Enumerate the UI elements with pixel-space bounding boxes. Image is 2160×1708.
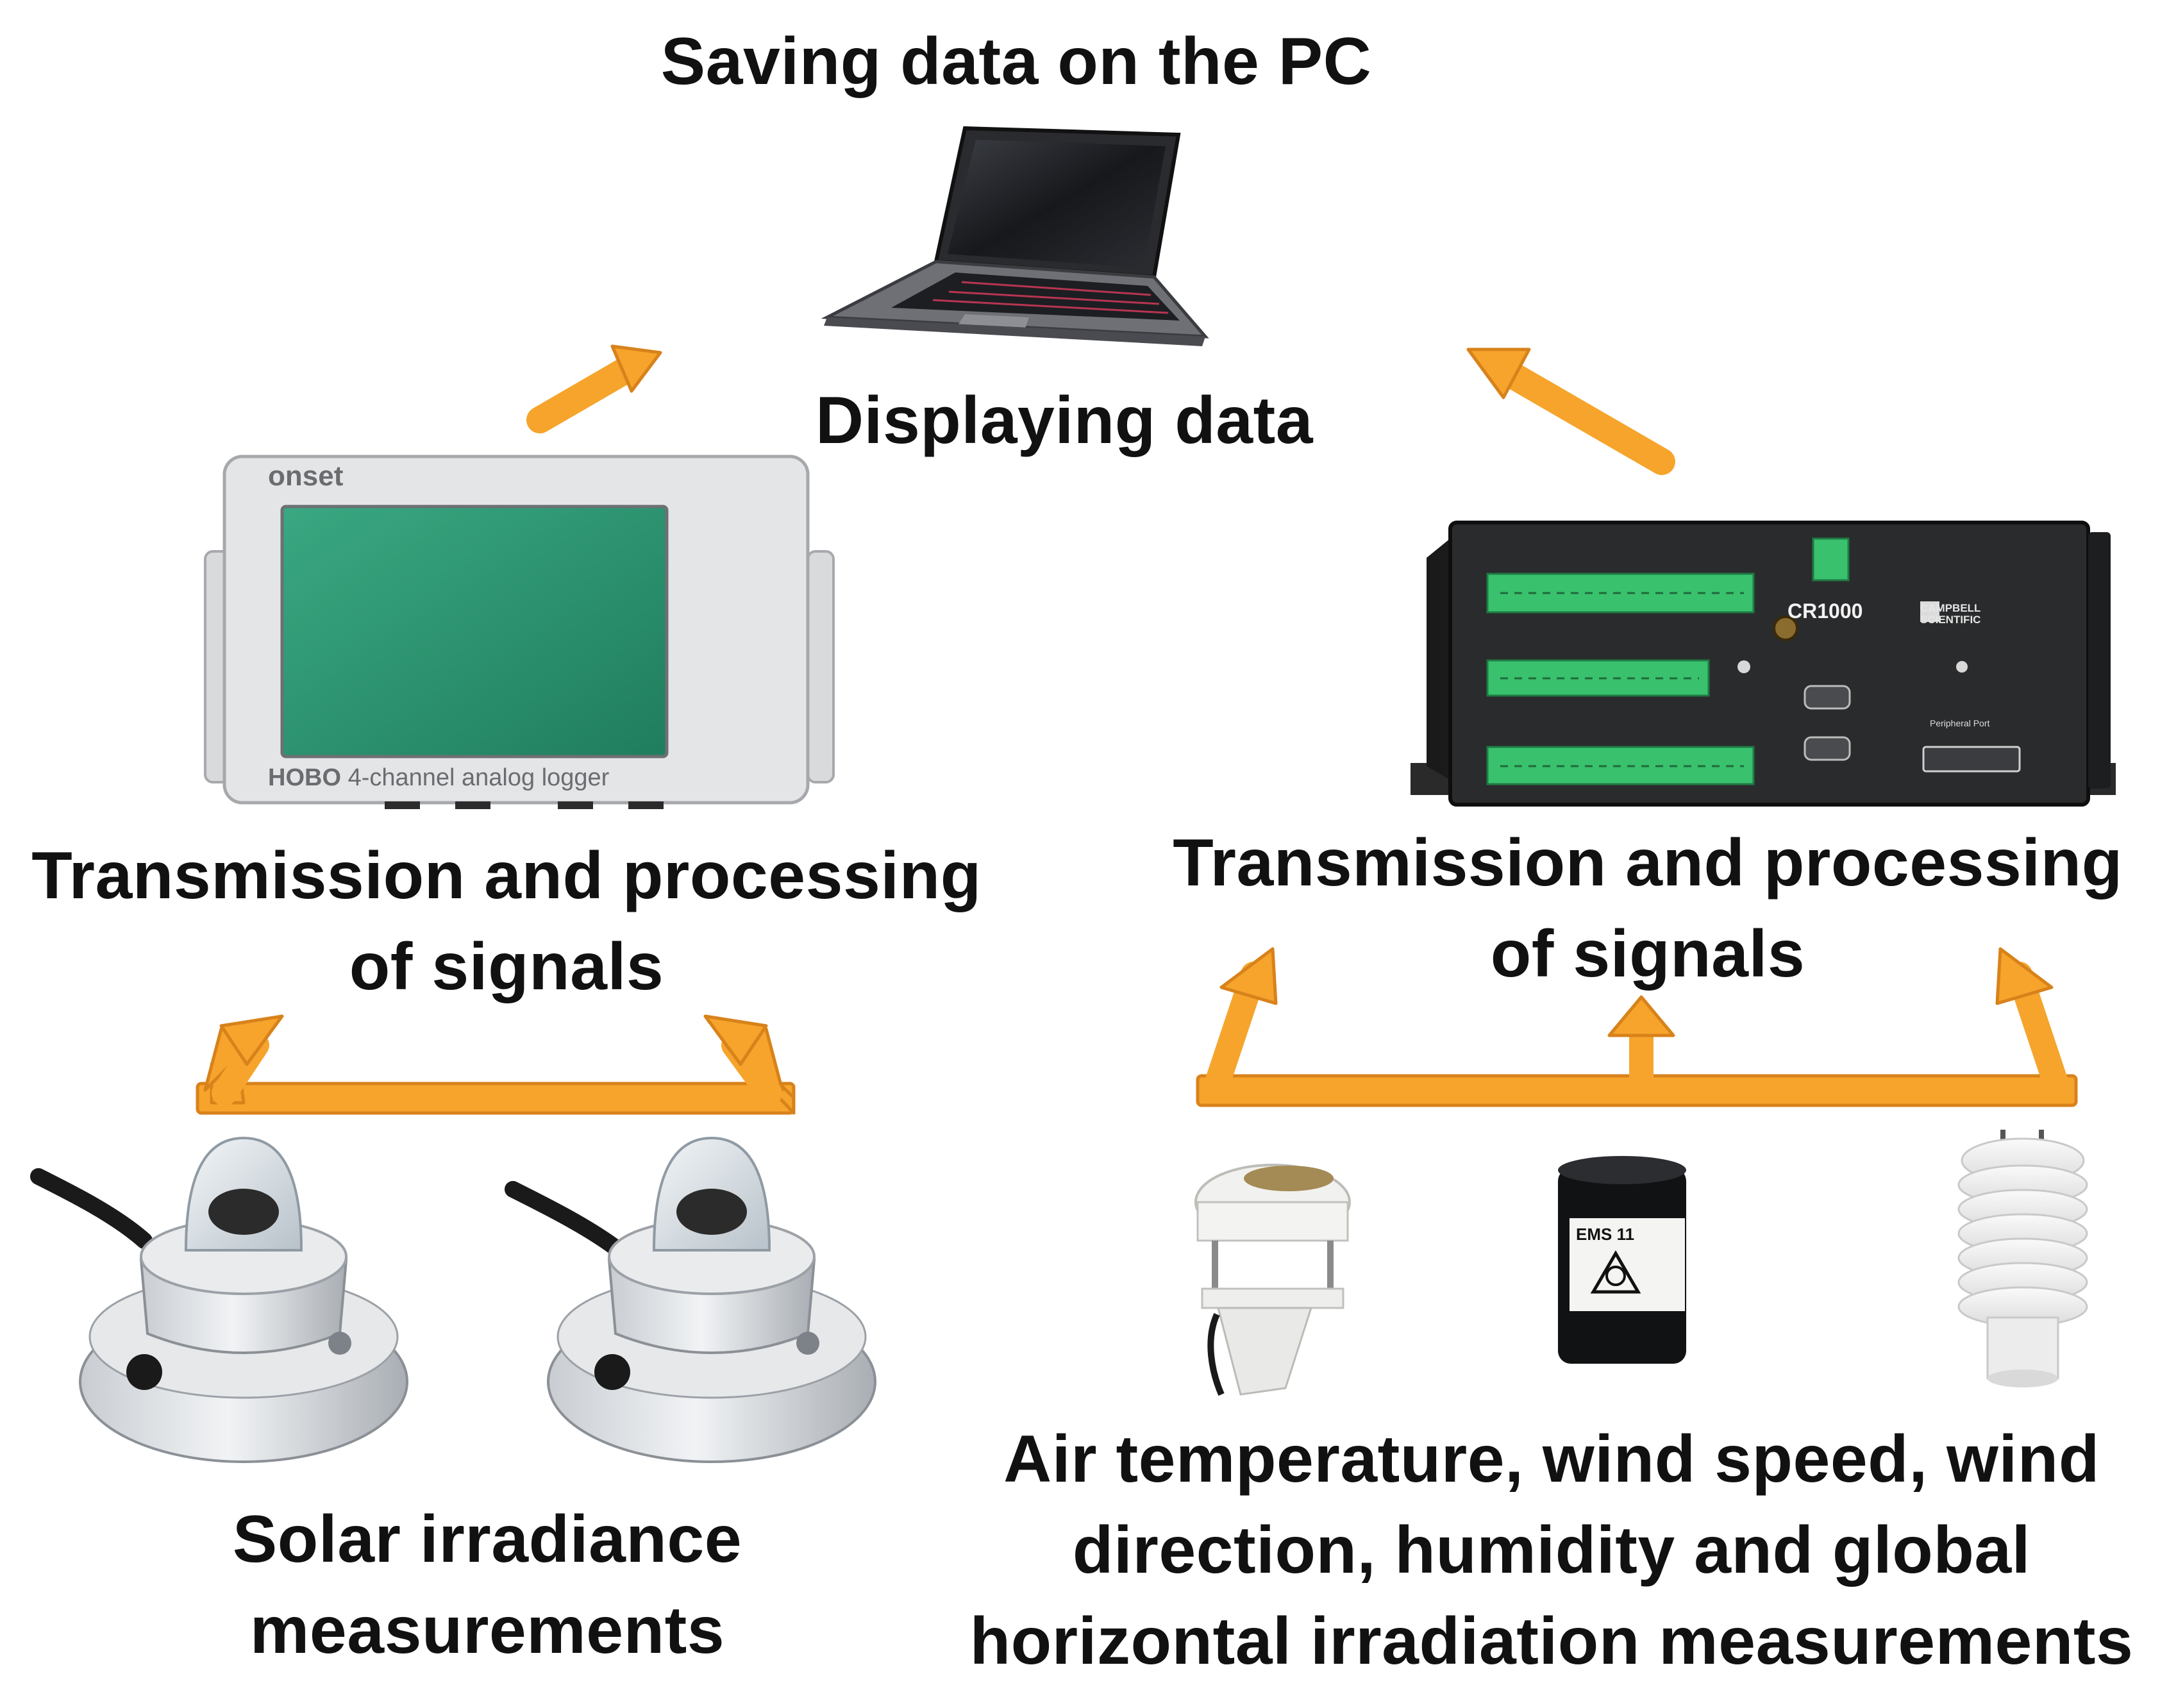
hobo-model-label: HOBO 4-channel analog logger	[268, 764, 609, 792]
ems11-sensor-label: EMS 11	[1576, 1225, 1635, 1244]
wind-sensor-icon	[1194, 1164, 1351, 1396]
arrow-right-logger-to-pc	[1466, 347, 1675, 475]
cr1000-model-label: CR1000	[1787, 599, 1863, 623]
left-logger-caption: Transmission and processing of signals	[31, 839, 982, 1004]
arrow-right-sensors-bracket	[1196, 947, 2078, 1107]
hobo-model-desc: 4-channel analog logger	[347, 764, 610, 791]
hobo-logger-icon	[204, 455, 835, 809]
peripheral-port-label: Peripheral Port	[1930, 718, 1990, 728]
arrow-left-logger-to-pc	[526, 344, 662, 433]
laptop-icon	[821, 126, 1209, 346]
pyranometer-left-icon	[30, 1136, 408, 1463]
temperature-humidity-shield-icon	[1957, 1130, 2088, 1387]
ems11-pyranometer-icon	[1558, 1156, 1686, 1364]
hobo-model-name: HOBO	[268, 764, 341, 791]
pyranometer-right-icon	[505, 1136, 876, 1463]
arrow-left-sensors-bracket	[196, 1014, 796, 1115]
campbell-brand-label: CAMPBELL SCIENTIFIC	[1920, 602, 1981, 626]
cr1000-logger-icon	[1411, 521, 2116, 807]
right-sensors-caption: Air temperature, wind speed, wind direct…	[969, 1422, 2134, 1679]
pc-display-label: Displaying data	[815, 383, 1314, 458]
pc-saving-label: Saving data on the PC	[660, 24, 1372, 99]
right-logger-caption: Transmission and processing of signals	[1173, 826, 2123, 991]
left-sensors-caption: Solar irradiance measurements	[232, 1502, 742, 1668]
hobo-brand-label: onset	[268, 460, 344, 492]
